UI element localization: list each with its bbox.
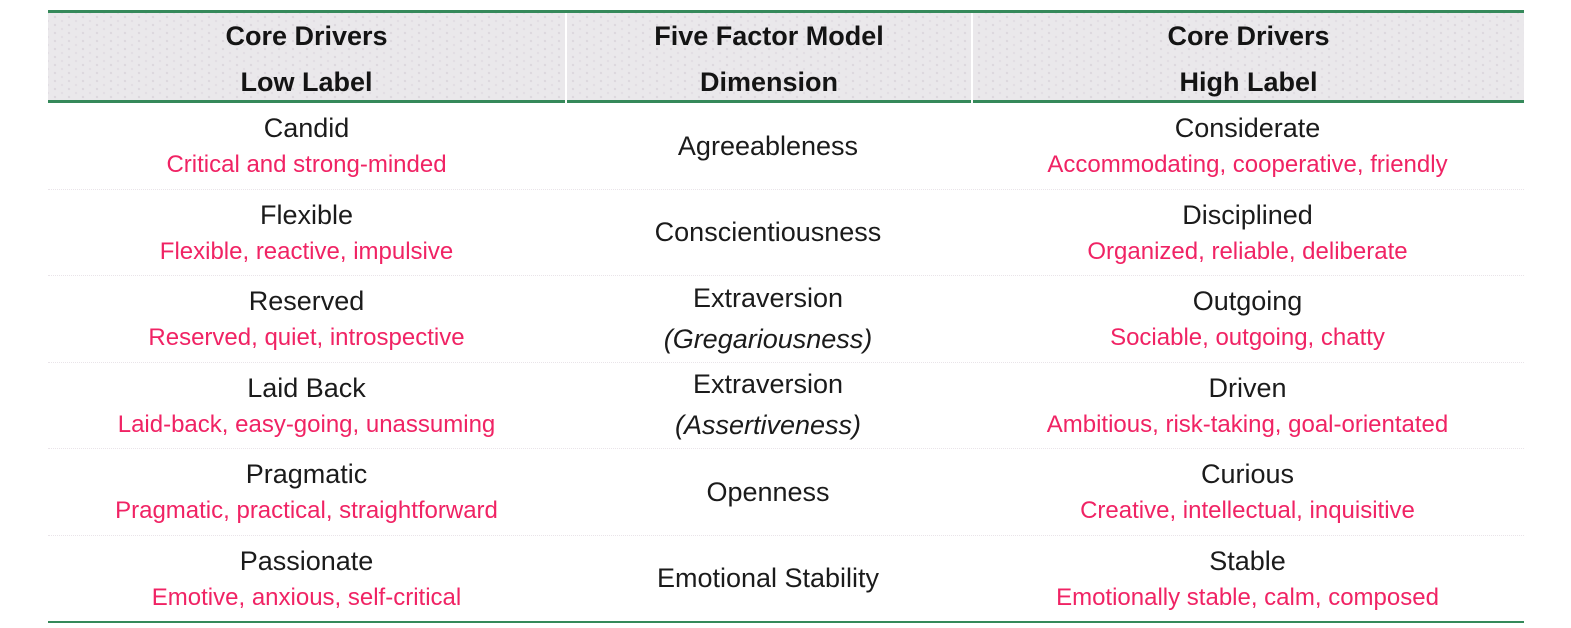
dimension-cell: Conscientiousness [565, 190, 971, 276]
header-high-line2: High Label [1179, 67, 1318, 97]
high-cell: Stable Emotionally stable, calm, compose… [971, 536, 1524, 622]
high-cell: Driven Ambitious, risk-taking, goal-orie… [971, 363, 1524, 449]
dimension-label: Emotional Stability [656, 563, 880, 594]
high-cell: Disciplined Organized, reliable, deliber… [971, 190, 1524, 276]
dimension-label: Openness [706, 476, 830, 507]
header-low-line1: Core Drivers [225, 21, 388, 51]
low-cell: Passionate Emotive, anxious, self-critic… [48, 536, 565, 622]
high-label: Stable [1209, 545, 1286, 576]
table-row: Passionate Emotive, anxious, self-critic… [48, 534, 1524, 622]
table-row: Reserved Reserved, quiet, introspective … [48, 275, 1524, 362]
dimension-label: Extraversion [692, 282, 844, 313]
low-label: Passionate [239, 545, 374, 576]
high-label: Driven [1208, 372, 1287, 403]
header-bottom-rule [48, 100, 1524, 103]
dimension-cell: Extraversion (Assertiveness) [565, 363, 971, 449]
high-cell: Outgoing Sociable, outgoing, chatty [971, 276, 1524, 362]
low-label: Pragmatic [245, 459, 368, 490]
high-cell: Curious Creative, intellectual, inquisit… [971, 449, 1524, 535]
high-descriptors: Emotionally stable, calm, composed [1056, 583, 1439, 611]
high-descriptors: Sociable, outgoing, chatty [1110, 324, 1385, 352]
dimension-subscale: (Assertiveness) [674, 410, 862, 441]
header-row: Core Drivers Low Label Five Factor Model… [48, 13, 1524, 105]
high-descriptors: Ambitious, risk-taking, goal-orientated [1046, 410, 1449, 438]
high-descriptors: Accommodating, cooperative, friendly [1047, 151, 1448, 179]
low-label: Reserved [248, 286, 365, 317]
table-row: Laid Back Laid-back, easy-going, unassum… [48, 361, 1524, 449]
header-high-line1: Core Drivers [1167, 21, 1330, 51]
high-label: Considerate [1174, 113, 1321, 144]
dimension-cell: Extraversion (Gregariousness) [565, 276, 971, 362]
high-label: Disciplined [1182, 199, 1313, 230]
low-descriptors: Laid-back, easy-going, unassuming [117, 410, 496, 438]
low-cell: Candid Critical and strong-minded [48, 103, 565, 189]
header-cell-low: Core Drivers Low Label [48, 13, 565, 105]
table-body: Candid Critical and strong-minded Agreea… [48, 103, 1524, 621]
low-label: Flexible [259, 199, 354, 230]
dimension-label: Extraversion [692, 369, 844, 400]
dimension-label: Agreeableness [677, 130, 859, 161]
table-row: Pragmatic Pragmatic, practical, straight… [48, 448, 1524, 535]
dimension-label: Conscientiousness [654, 217, 882, 248]
top-rule [48, 10, 1524, 13]
core-drivers-ffm-table: Core Drivers Low Label Five Factor Model… [48, 10, 1524, 623]
header-dimension-line1: Five Factor Model [654, 21, 884, 51]
low-label: Laid Back [247, 372, 366, 403]
header-cell-high: Core Drivers High Label [971, 13, 1524, 105]
table-row: Candid Critical and strong-minded Agreea… [48, 103, 1524, 189]
header-cell-dimension: Five Factor Model Dimension [565, 13, 971, 105]
low-descriptors: Pragmatic, practical, straightforward [115, 497, 498, 525]
low-cell: Pragmatic Pragmatic, practical, straight… [48, 449, 565, 535]
high-descriptors: Creative, intellectual, inquisitive [1080, 497, 1415, 525]
low-descriptors: Reserved, quiet, introspective [148, 324, 465, 352]
high-label: Curious [1200, 459, 1295, 490]
dimension-cell: Openness [565, 449, 971, 535]
dimension-cell: Agreeableness [565, 103, 971, 189]
dimension-cell: Emotional Stability [565, 536, 971, 622]
bottom-rule [48, 621, 1524, 623]
low-cell: Flexible Flexible, reactive, impulsive [48, 190, 565, 276]
dimension-subscale: (Gregariousness) [663, 323, 873, 354]
low-descriptors: Flexible, reactive, impulsive [159, 237, 454, 265]
low-cell: Laid Back Laid-back, easy-going, unassum… [48, 363, 565, 449]
header-low-line2: Low Label [240, 67, 373, 97]
table-row: Flexible Flexible, reactive, impulsive C… [48, 188, 1524, 276]
header-dimension-line2: Dimension [699, 67, 839, 97]
high-descriptors: Organized, reliable, deliberate [1087, 237, 1408, 265]
low-label: Candid [263, 113, 350, 144]
high-label: Outgoing [1192, 286, 1303, 317]
high-cell: Considerate Accommodating, cooperative, … [971, 103, 1524, 189]
low-cell: Reserved Reserved, quiet, introspective [48, 276, 565, 362]
low-descriptors: Emotive, anxious, self-critical [151, 583, 462, 611]
low-descriptors: Critical and strong-minded [166, 151, 447, 179]
